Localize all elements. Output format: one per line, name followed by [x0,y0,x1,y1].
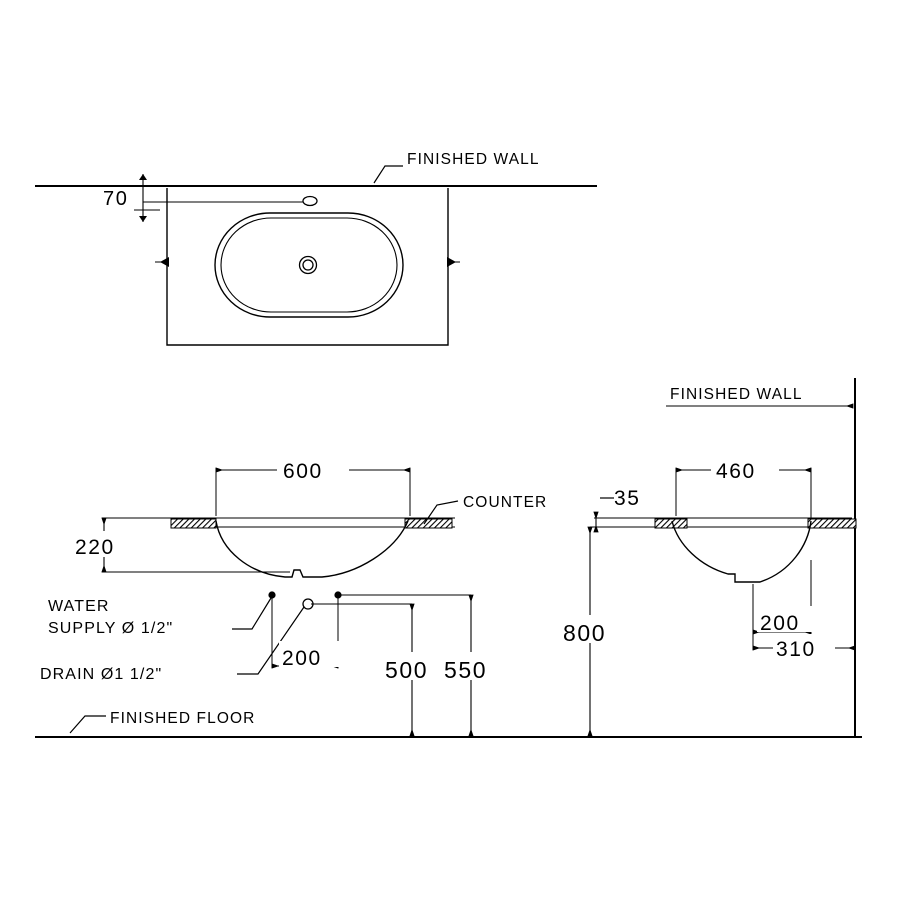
front-counter-leader [423,500,459,525]
plan-drain-hole-inner [302,259,314,271]
plan-finished-wall-leader [373,165,403,184]
front-dim-500-text: 500 [385,657,428,683]
front-water-supply-label-line2: SUPPLY Ø 1/2" [48,620,173,637]
plan-basin-inner [220,217,398,313]
front-basin-profile [215,520,409,578]
plan-basin-outer [214,212,404,318]
front-counter-hatch-right [404,518,453,529]
plan-finished-wall-label: FINISHED WALL [407,151,540,168]
side-dim-460-text-bg [711,455,779,481]
side-dim-310-text-bg [773,634,835,660]
side-finished-wall-label: FINISHED WALL [670,386,803,403]
front-drain-leader [237,606,305,675]
front-dim-220-text-bg [72,531,138,557]
side-dim-200-text: 200 [760,612,800,635]
front-drain-label: DRAIN Ø1 1/2" [40,666,162,683]
plan-dim-70-arrow-down [139,216,147,222]
front-finished-floor-leader [69,715,106,734]
side-view-group: FINISHED WALL 460 35 200 310 [560,378,857,737]
side-counter-hatch-right [807,518,857,529]
plan-dim-70-text: 70 [103,188,128,210]
side-dim-460-text: 460 [716,460,756,483]
front-dim-550-text: 550 [444,657,487,683]
front-water-supply-label-line1: WATER [48,598,110,615]
front-dim-600-text: 600 [283,460,323,483]
front-counter-label: COUNTER [463,494,547,511]
plan-counter-outline [166,188,449,346]
side-dim-310-text: 310 [776,638,816,661]
front-dim-600-text-bg [277,455,349,481]
front-finished-floor-label: FINISHED FLOOR [110,710,255,727]
front-dim-220-text: 220 [75,536,115,559]
side-basin-profile [671,520,812,583]
side-dim-35-text: 35 [614,487,641,510]
side-dim-800-text: 800 [563,620,606,646]
front-dim-500-text-bg [382,652,446,680]
side-counter-hatch-left [654,518,688,529]
side-dim-800-text-bg [560,615,626,643]
front-counter-hatch-left [170,518,217,529]
front-view-group: 600 COUNTER 220 WATER SUPPLY Ø 1/2" DRAI… [35,455,862,738]
front-dim-200-text-bg [279,641,339,667]
plan-dim-70-arrow-up [139,174,147,180]
plan-faucet-hole [302,195,318,207]
plan-view-group: FINISHED WALL 70 [35,151,597,346]
front-water-supply-leader [232,597,272,630]
side-dim-200-text-bg [757,606,817,632]
front-dim-200-text: 200 [282,647,322,670]
front-dim-550-text-bg [441,652,507,680]
